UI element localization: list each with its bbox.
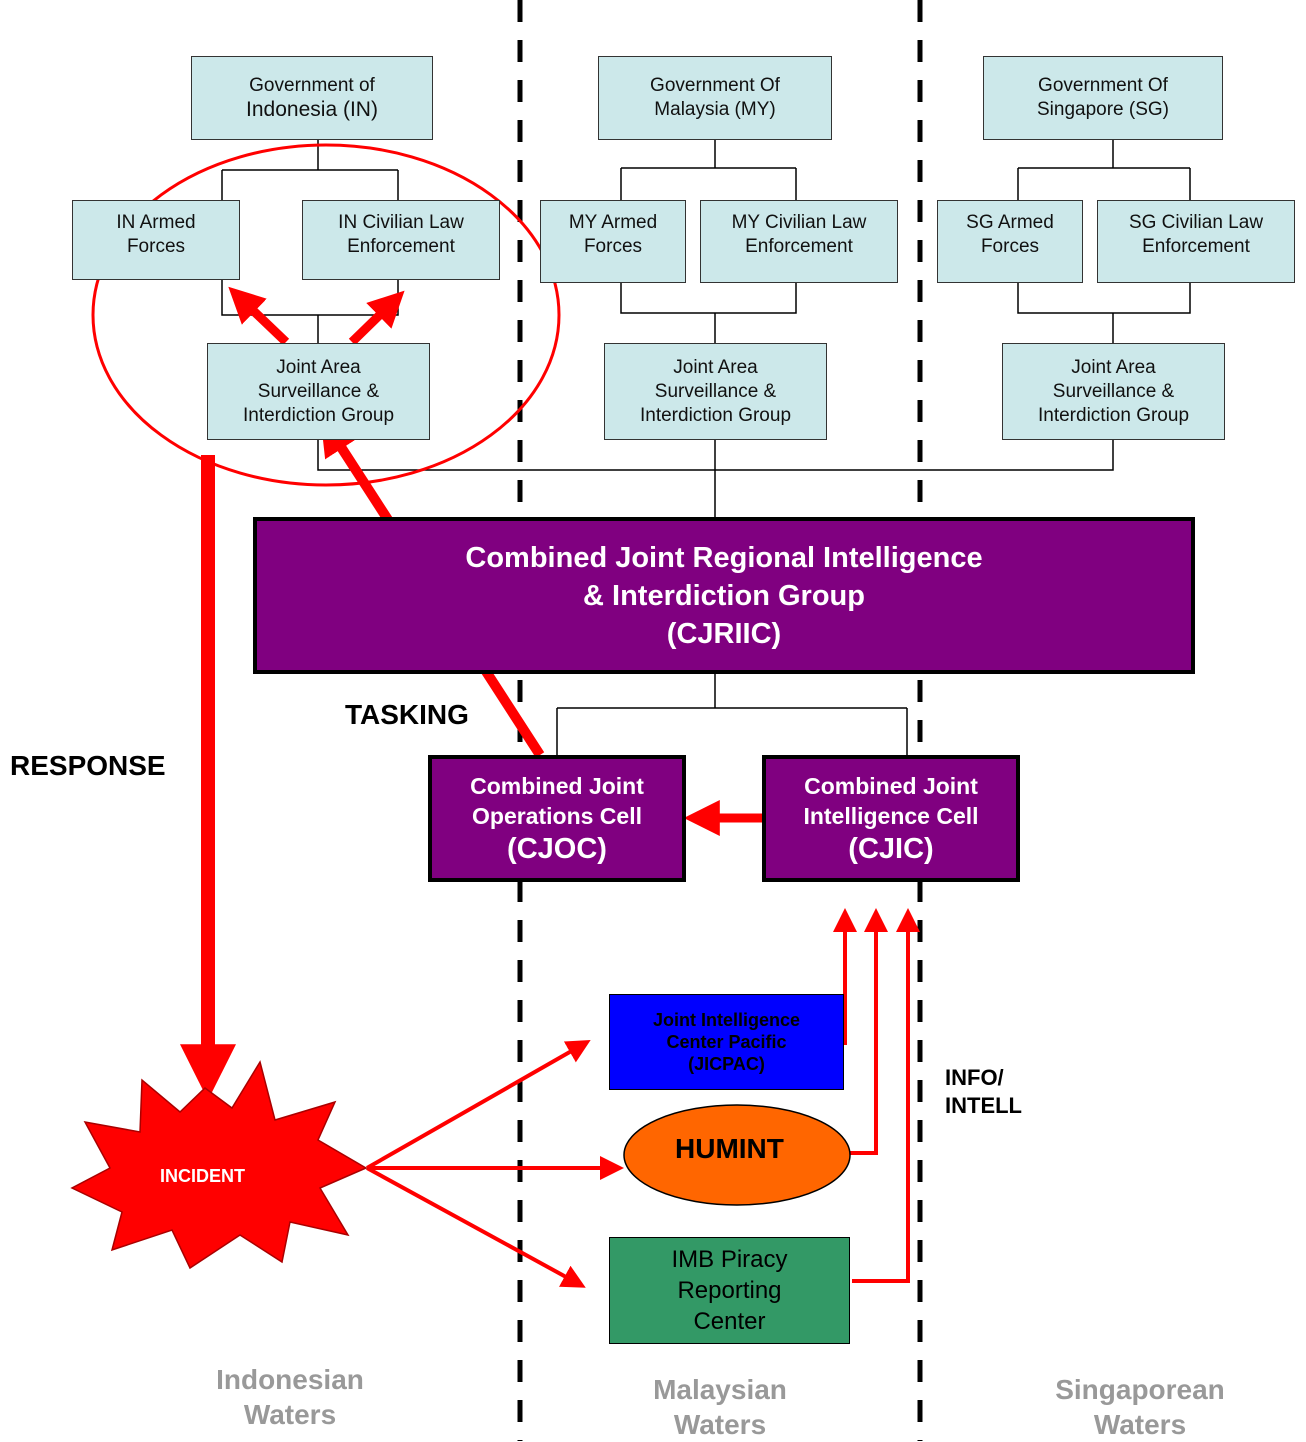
my-armed-forces-box: MY Armed Forces [540,200,686,283]
in-civilian-law-line1: IN Civilian Law [338,212,464,233]
cjriic-line3: (CJRIIC) [666,617,782,650]
jicpac-line1: Joint Intelligence [652,1010,801,1030]
singaporean-waters-line1: Singaporean [1055,1374,1225,1405]
my-jasig-line1: Joint Area [673,356,758,378]
my-jasig-line2: Surveillance & [654,380,777,402]
in-jasig-line2: Surveillance & [257,380,380,402]
sg-jasig-box: Joint Area Surveillance & Interdiction G… [1002,343,1225,440]
cjoc-line3: (CJOC) [507,832,607,865]
my-armed-forces-line1: MY Armed [568,212,658,233]
incident-burst [70,1060,368,1270]
malaysian-waters-line2: Waters [673,1409,767,1440]
cjriic-line2: & Interdiction Group [583,579,865,612]
focus-ellipse [91,143,561,487]
cjic-box: Combined Joint Intelligence Cell (CJIC) [762,755,1020,882]
malaysian-waters-line1: Malaysian [653,1374,787,1405]
sg-civilian-law-box: SG Civilian Law Enforcement [1097,200,1295,283]
gov-singapore-line2: Singapore (SG) [1036,99,1169,120]
info-intell-label: INFO/ INTELL [945,1064,1022,1120]
sg-civilian-law-line1: SG Civilian Law [1128,212,1264,233]
sg-armed-forces-box: SG Armed Forces [937,200,1083,283]
my-armed-forces-line2: Forces [583,236,643,257]
tasking-label: TASKING [345,699,469,730]
gov-malaysia-line2: Malaysia (MY) [654,99,776,120]
humint-to-cjic-arrow [850,908,888,1155]
in-jasig-line1: Joint Area [276,356,361,378]
sg-civilian-law-line2: Enforcement [1142,236,1250,257]
cjic-line2: Intelligence Cell [803,802,979,829]
indonesian-waters-line2: Waters [243,1399,337,1430]
arrow-to-in-armed [228,286,290,346]
in-armed-forces-line1: IN Armed [116,212,196,233]
my-civilian-law-line2: Enforcement [745,236,853,257]
humint-label: HUMINT [675,1133,784,1164]
info-label-line2: INTELL [945,1093,1022,1118]
incident-to-jicpac-arrow [366,1040,591,1170]
imb-line2: Reporting [677,1277,782,1304]
cjoc-line2: Operations Cell [472,802,642,829]
incident-label: INCIDENT [160,1166,245,1186]
sg-armed-forces-line2: Forces [980,236,1040,257]
gov-indonesia-line1: Government of [249,75,375,96]
cjoc-box: Combined Joint Operations Cell (CJOC) [428,755,686,882]
my-jasig-line3: Interdiction Group [639,404,792,426]
in-armed-forces-line2: Forces [126,236,186,257]
indonesian-waters-label: Indonesian Waters [175,1362,405,1432]
imb-box: IMB Piracy Reporting Center [609,1237,850,1344]
imb-to-cjic-arrow [852,908,920,1283]
my-jasig-box: Joint Area Surveillance & Interdiction G… [604,343,827,440]
indonesian-waters-line1: Indonesian [216,1364,364,1395]
response-label: RESPONSE [10,750,166,781]
sg-jasig-line3: Interdiction Group [1037,404,1190,426]
gov-malaysia-box: Government Of Malaysia (MY) [598,56,832,140]
imb-line3: Center [693,1308,766,1335]
in-jasig-box: Joint Area Surveillance & Interdiction G… [207,343,430,440]
jicpac-line2: Center Pacific [666,1032,787,1052]
my-civilian-law-line1: MY Civilian Law [731,212,867,233]
singaporean-waters-line2: Waters [1093,1409,1187,1440]
sg-armed-forces-line1: SG Armed [966,212,1054,233]
cjoc-line1: Combined Joint [470,772,644,799]
my-civilian-law-box: MY Civilian Law Enforcement [700,200,898,283]
gov-singapore-box: Government Of Singapore (SG) [983,56,1223,140]
malaysian-waters-label: Malaysian Waters [605,1372,835,1442]
sg-jasig-line2: Surveillance & [1052,380,1175,402]
imb-line1: IMB Piracy [671,1246,788,1273]
jicpac-box: Joint Intelligence Center Pacific (JICPA… [609,994,844,1090]
in-civilian-law-box: IN Civilian Law Enforcement [302,200,500,280]
arrow-to-in-civilian [348,290,405,346]
cjriic-box: Combined Joint Regional Intelligence & I… [253,517,1195,674]
jicpac-line3: (JICPAC) [688,1054,765,1074]
cjriic-line1: Combined Joint Regional Intelligence [465,541,983,574]
gov-malaysia-line1: Government Of [650,75,780,96]
gov-indonesia-box: Government of Indonesia (IN) [191,56,433,140]
cjic-line1: Combined Joint [804,772,978,799]
incident-to-imb-arrow [366,1166,586,1288]
singaporean-waters-label: Singaporean Waters [1020,1372,1260,1442]
info-label-line1: INFO/ [945,1065,1004,1090]
in-civilian-law-line2: Enforcement [347,236,455,257]
humint-ellipse [623,1104,851,1206]
sg-jasig-line1: Joint Area [1071,356,1156,378]
gov-indonesia-line2: Indonesia (IN) [246,98,378,121]
gov-singapore-line1: Government Of [1038,75,1168,96]
in-jasig-line3: Interdiction Group [242,404,395,426]
cjic-line3: (CJIC) [848,832,934,865]
in-armed-forces-box: IN Armed Forces [72,200,240,280]
